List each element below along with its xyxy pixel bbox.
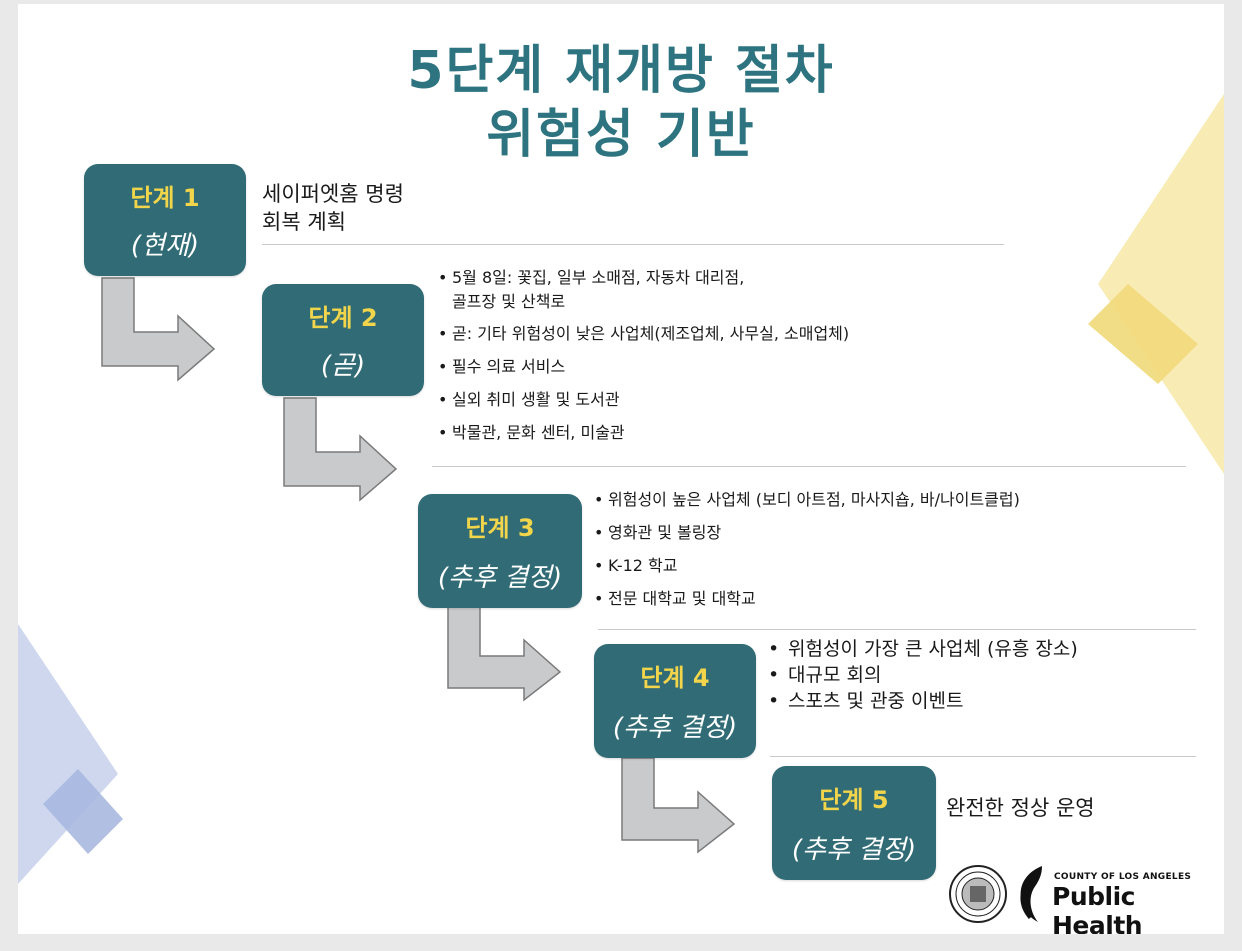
arrow-4-to-5 — [621, 757, 736, 854]
stage-2-item: 곧: 기타 위험성이 낮은 사업체(제조업체, 사무실, 소매업체) — [438, 322, 1038, 346]
stage-5-box: 단계 5 (추후 결정) — [772, 766, 936, 880]
decor-yellow-diamond-right — [1098, 94, 1224, 474]
stage-2-list: 5월 8일: 꽃집, 일부 소매점, 자동차 대리점, 골프장 및 산책로 곧:… — [438, 266, 1038, 445]
public-health-emblem-logo — [1020, 866, 1042, 922]
arrow-3-to-4 — [447, 605, 562, 702]
stage-4-item: 대규모 회의 — [768, 662, 1198, 688]
stage-4-box: 단계 4 (추후 결정) — [594, 644, 756, 758]
stage-2-status: (곧) — [320, 351, 366, 381]
county-seal-logo — [949, 865, 1007, 923]
stage-1-description: 세이퍼엣홈 명령 회복 계획 — [262, 180, 404, 236]
stage-3-item: 영화관 및 볼링장 — [594, 521, 1154, 545]
stage-1-status: (현재) — [130, 231, 200, 261]
stage-4-item: 위험성이 가장 큰 사업체 (유흥 장소) — [768, 636, 1198, 662]
arrow-2-to-3 — [283, 397, 398, 502]
stage-5-description: 완전한 정상 운영 — [946, 796, 1095, 820]
stage-1-line1: 세이퍼엣홈 명령 — [262, 182, 404, 206]
stage-5-status: (추후 결정) — [791, 835, 917, 865]
divider-2 — [432, 466, 1186, 467]
stage-5-name: 단계 5 — [819, 786, 889, 814]
stage-3-list: 위험성이 높은 사업체 (보디 아트점, 마사지숍, 바/나이트클럽) 영화관 … — [594, 488, 1154, 611]
divider-1 — [262, 244, 1004, 245]
stage-3-item: K-12 학교 — [594, 554, 1154, 578]
stage-2-item: 필수 의료 서비스 — [438, 355, 1038, 379]
stage-3-item: 전문 대학교 및 대학교 — [594, 587, 1154, 611]
stage-4-name: 단계 4 — [640, 664, 710, 692]
stage-1-box: 단계 1 (현재) — [84, 164, 246, 276]
page-title-line1: 5단계 재개방 절차 — [407, 41, 835, 101]
stage-4-item: 스포츠 및 관중 이벤트 — [768, 688, 1198, 714]
stage-3-name: 단계 3 — [465, 514, 535, 542]
logo-county-text: COUNTY OF LOS ANGELES — [1054, 872, 1192, 882]
stage-3-item: 위험성이 높은 사업체 (보디 아트점, 마사지숍, 바/나이트클럽) — [594, 488, 1154, 512]
stage-2-item: 실외 취미 생활 및 도서관 — [438, 388, 1038, 412]
decor-blue-diamond-small — [43, 769, 123, 854]
divider-4 — [770, 756, 1196, 757]
stage-1-line2: 회복 계획 — [262, 210, 346, 234]
arrow-1-to-2 — [101, 277, 216, 382]
stage-2-name: 단계 2 — [308, 304, 378, 332]
stage-3-status: (추후 결정) — [437, 563, 563, 593]
decor-yellow-diamond-small — [1088, 284, 1198, 384]
page-title-line2: 위험성 기반 — [486, 105, 756, 165]
logo-public-health-text: Public Health — [1052, 882, 1143, 934]
stage-4-list: 위험성이 가장 큰 사업체 (유흥 장소) 대규모 회의 스포츠 및 관중 이벤… — [768, 636, 1198, 714]
stage-4-status: (추후 결정) — [612, 713, 738, 743]
decor-blue-diamond-left — [18, 624, 118, 884]
stage-2-box: 단계 2 (곧) — [262, 284, 424, 396]
stage-2-item: 5월 8일: 꽃집, 일부 소매점, 자동차 대리점, 골프장 및 산책로 — [438, 266, 1038, 314]
slide: 5단계 재개방 절차 위험성 기반 단계 1 (현재) 세이퍼엣홈 명령 회복 … — [18, 4, 1224, 934]
stage-3-box: 단계 3 (추후 결정) — [418, 494, 582, 608]
stage-1-name: 단계 1 — [130, 184, 200, 212]
divider-3 — [598, 629, 1196, 630]
stage-2-item: 박물관, 문화 센터, 미술관 — [438, 421, 1038, 445]
